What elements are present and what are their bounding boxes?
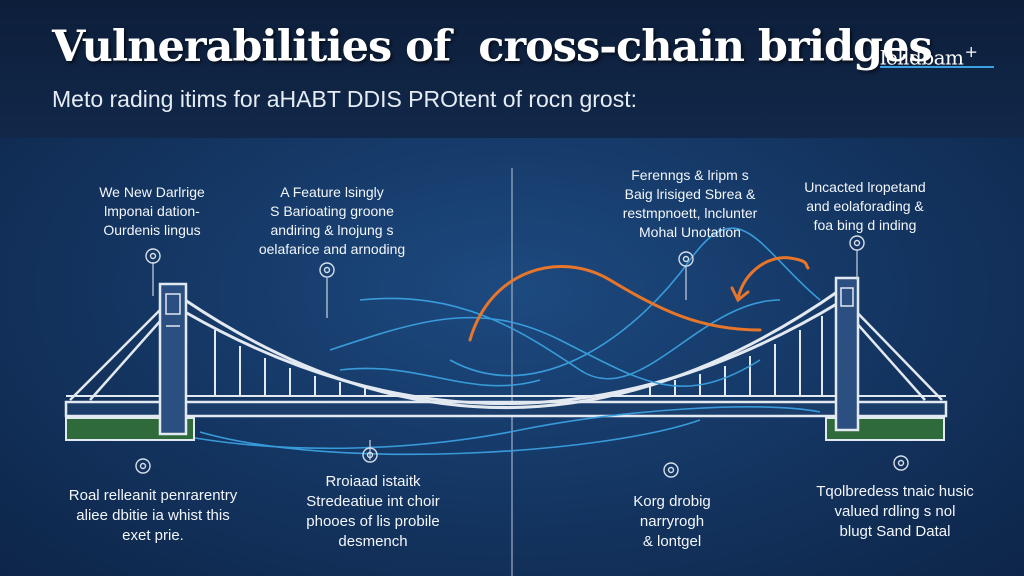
callout-label-bottom-1: Roal relleanit penrarentry aliee dbitie … [68, 487, 238, 544]
orange-arcs [468, 256, 810, 342]
right-tower [834, 276, 860, 432]
logo-underline [880, 66, 994, 68]
side-cables [69, 299, 943, 401]
circle-target-icon [362, 447, 378, 463]
circle-target-icon [893, 455, 909, 471]
left-tower [158, 282, 188, 436]
callout-label-bottom-3: Korg drobig narryrogh & lontgel [633, 493, 711, 550]
logo-plus-mark: + [964, 42, 978, 61]
circle-target-icon [135, 458, 151, 474]
callout-label-bottom-4: Tqolbredess tnaic husic valued rdling s … [816, 483, 974, 540]
page-title: Vulnerabilities of cross-chain bridges [52, 22, 933, 72]
callout-label-top-3: Ferenngs & lripm s Baig lrisiged Sbrea &… [622, 167, 758, 240]
circle-target-icon [145, 248, 161, 264]
callout-label-top-4: Uncacted lropetand and eolaforading & fo… [804, 179, 926, 233]
page-subtitle: Meto rading itims for aHABT DDIS PROtent… [52, 86, 638, 112]
callout-label-top-1: We New Darlrige lmponai dation- Ourdenis… [99, 184, 205, 238]
hangers [214, 316, 823, 396]
circle-target-icon [663, 462, 679, 478]
circle-target-icon [319, 262, 335, 278]
callout-label-top-2: A Feature lsingly S Barioating groone an… [258, 184, 406, 257]
brand-logo: lelldbam+ [880, 42, 978, 70]
callout-connectors [152, 250, 858, 460]
callout-label-bottom-2: Rroiaad istaitk Stredeatiue int choir ph… [306, 473, 440, 550]
circle-target-icon [678, 251, 694, 267]
logo-text: lelldbam [880, 45, 964, 70]
main-cables [184, 288, 841, 409]
circle-target-icon [849, 235, 865, 251]
data-flow-lines [194, 227, 821, 456]
header-banner [0, 0, 1024, 138]
